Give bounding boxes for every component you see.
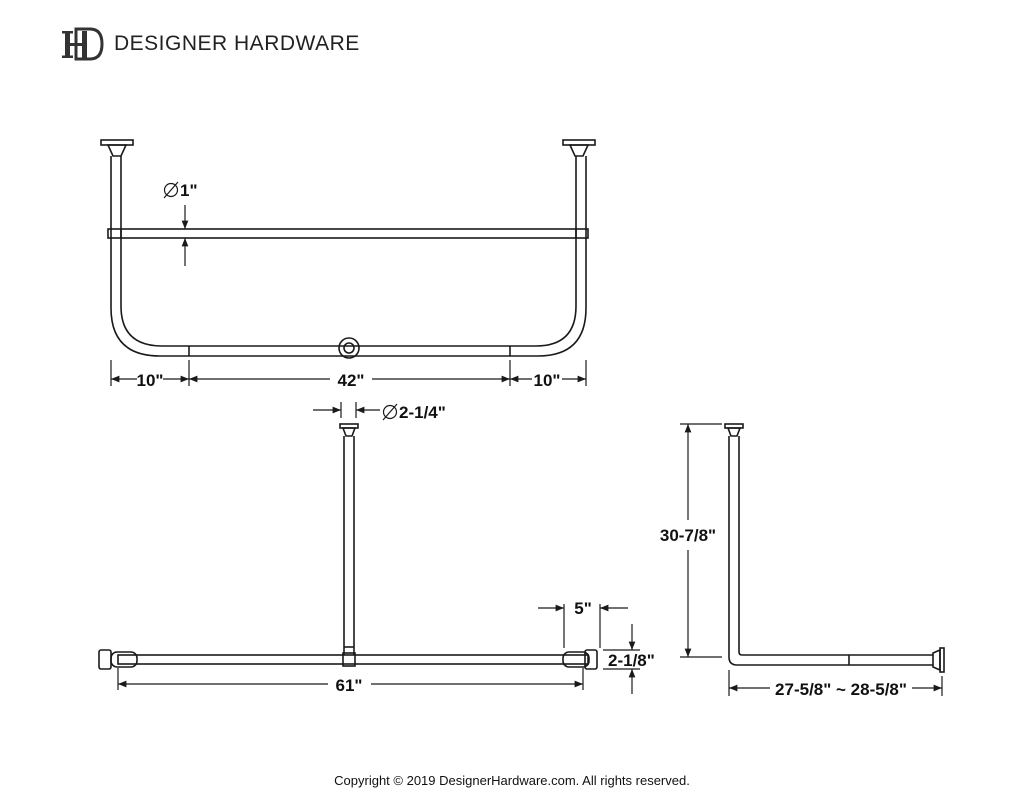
dh-monogram-logo-icon xyxy=(62,27,104,61)
flange-diameter-label: 2-1/4" xyxy=(399,403,446,422)
offset-label: 5" xyxy=(574,599,592,618)
copyright-notice: Copyright © 2019 DesignerHardware.com. A… xyxy=(334,773,690,788)
bottom-rail xyxy=(98,649,598,670)
brand-name: DESIGNER HARDWARE xyxy=(114,32,360,55)
diameter-symbol-icon xyxy=(163,181,179,199)
bar-diameter-label: 1" xyxy=(180,181,198,200)
u-rod-outer xyxy=(110,156,587,357)
height-label: 2-1/8" xyxy=(608,651,655,670)
wall-flange xyxy=(932,648,941,672)
side-view: 30-7/8" 27-5/8" ~ 28-5/8" xyxy=(660,423,945,699)
top-view: 1" 10" 42" 10" xyxy=(100,139,596,390)
ceiling-flange-left xyxy=(100,139,134,157)
u-rod-inner xyxy=(120,156,577,347)
ceiling-flange-right xyxy=(562,139,596,157)
l-rod xyxy=(728,436,933,666)
right-span-label: 10" xyxy=(534,371,561,390)
center-span-label: 42" xyxy=(338,371,365,390)
front-view: 2-1/4" 5" 2-1/8" 61" xyxy=(98,402,655,695)
brand-header: DESIGNER HARDWARE xyxy=(62,26,360,62)
overall-width-label: 61" xyxy=(336,676,363,695)
cross-bar xyxy=(107,228,589,239)
center-hub xyxy=(338,337,360,359)
depth-range-label: 27-5/8" ~ 28-5/8" xyxy=(775,680,907,699)
drop-height-label: 30-7/8" xyxy=(660,526,716,545)
diameter-symbol-icon xyxy=(382,403,398,421)
left-span-label: 10" xyxy=(137,371,164,390)
